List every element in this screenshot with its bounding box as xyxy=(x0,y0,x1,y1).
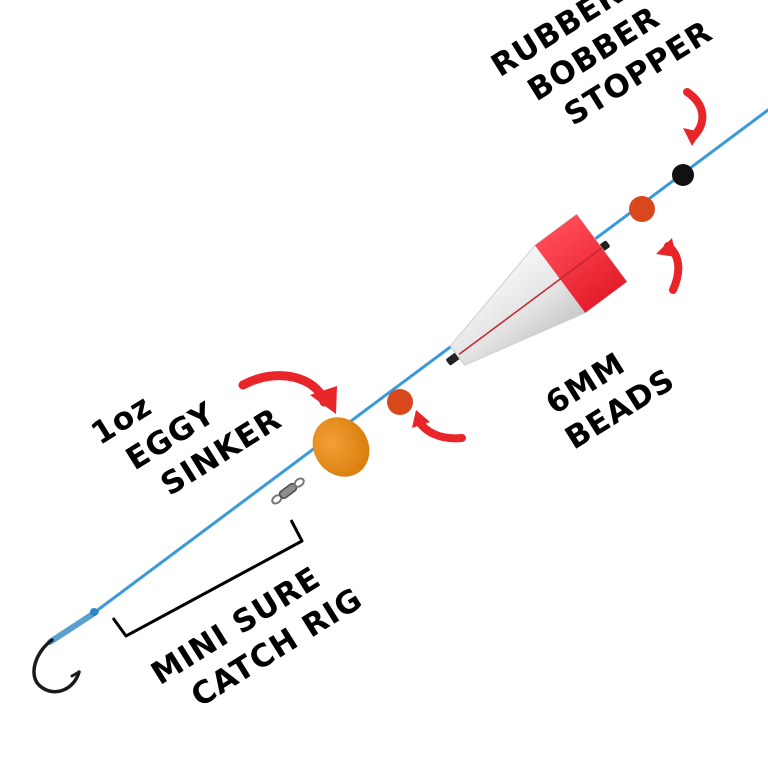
bobber-float xyxy=(446,213,628,366)
arrow-icon-lower-bead xyxy=(412,410,466,443)
bead-upper xyxy=(629,196,655,222)
arrow-icon-sinker xyxy=(238,371,337,414)
rubber-stopper xyxy=(672,164,694,186)
egg-sinker xyxy=(312,417,370,477)
bead-lower xyxy=(387,389,413,415)
fishing-line xyxy=(93,108,768,614)
arrow-icon-stopper xyxy=(683,88,707,146)
swivel-icon xyxy=(271,477,305,505)
hook-icon xyxy=(32,608,99,694)
arrow-icon-upper-bead xyxy=(656,238,683,294)
rig-bracket xyxy=(111,519,304,638)
